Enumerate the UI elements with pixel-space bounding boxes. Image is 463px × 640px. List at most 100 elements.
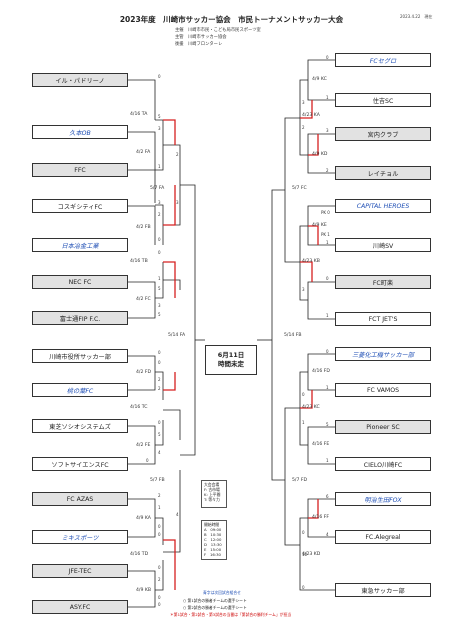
team-box: イル・パドリーノ <box>32 73 128 87</box>
score: 2 <box>176 152 179 157</box>
organizer-line: 主管 川崎市サッカー協会 <box>175 35 227 40</box>
score: 3 <box>302 287 305 292</box>
score: 0 <box>158 532 161 537</box>
score: 0 <box>302 530 305 535</box>
score: PK 0 <box>321 210 330 215</box>
score: 0 <box>326 276 329 281</box>
team-box: FC.Alegreal <box>335 530 431 544</box>
score: 3 <box>302 100 305 105</box>
match-label: 4/16 FF <box>312 515 330 520</box>
match-label: 4/23 KD <box>302 552 321 557</box>
team-box: FC町楽 <box>335 275 431 289</box>
team-box: 富士通FIP F.C. <box>32 311 128 325</box>
match-label: 5/7 FD <box>292 478 308 483</box>
score: 0 <box>158 565 161 570</box>
match-label: 4/2 FB <box>136 225 151 230</box>
score: 0 <box>158 602 161 607</box>
team-box: FFC <box>32 163 128 177</box>
team-box: 住吉SC <box>335 93 431 107</box>
match-label: 4/16 TD <box>130 552 149 557</box>
score: 2 <box>302 125 305 130</box>
legend-line: ○ 第1試合の勝者チームの選手シート <box>183 598 247 603</box>
time-line: F 16:30 <box>204 552 221 557</box>
team-box: コスギシティFC <box>32 199 128 213</box>
match-label: 5/7 FB <box>150 478 165 483</box>
match-label: 4/16 TC <box>130 405 148 410</box>
score: 4 <box>176 512 179 517</box>
score: 2 <box>158 577 161 582</box>
score: 0 <box>326 55 329 60</box>
score: 0 <box>158 350 161 355</box>
venue-line: K: 上平間 <box>204 492 221 497</box>
match-label: 4/16 FD <box>312 369 330 374</box>
team-box: 東芝ソシオシステムズ <box>32 419 128 433</box>
venue-line: F: 古市場 <box>204 487 220 492</box>
score: 0 <box>158 595 161 600</box>
final-time: 時間未定 <box>218 360 244 368</box>
match-label: 5/14 FB <box>284 333 302 338</box>
match-label: 4/2 FA <box>136 150 151 155</box>
match-label: 4/9 KE <box>312 223 327 228</box>
score: 1 <box>326 385 329 390</box>
match-label: 4/16 FE <box>312 442 330 447</box>
score: 0 <box>158 360 161 365</box>
score: 1 <box>326 458 329 463</box>
match-label: 4/23 KC <box>302 405 320 410</box>
time-line: E 15:00 <box>204 547 222 552</box>
score: 1 <box>158 276 161 281</box>
match-label: 4/23 KA <box>302 113 320 118</box>
match-label: 4/2 FD <box>136 370 152 375</box>
final-date: 6月11日 <box>217 351 245 359</box>
team-box: 日本冶金工業 <box>32 238 128 252</box>
match-label: 4/9 KD <box>312 152 328 157</box>
match-label: 4/2 FC <box>136 297 151 302</box>
team-box: 三菱化工機サッカー部 <box>335 347 431 361</box>
match-label: 5/7 FC <box>292 186 307 191</box>
team-box: CIELO川崎FC <box>335 457 431 471</box>
score: 0 <box>158 524 161 529</box>
team-box: 川崎市役所サッカー部 <box>32 349 128 363</box>
team-box: 宮内クラブ <box>335 127 431 141</box>
score: 2 <box>158 493 161 498</box>
score: PK 1 <box>321 232 330 237</box>
venue-line: T: 等々力 <box>204 497 220 502</box>
page-title: 2023年度 川崎市サッカー協会 市民トーナメントサッカー大会 <box>119 15 344 24</box>
legend-line: ＊第1試合・第2試合・第3試合の当番は「第試合の勝利チーム」が担当 <box>170 612 292 617</box>
team-box: 明治生田FOX <box>335 492 431 506</box>
match-label: 4/16 TA <box>130 112 148 117</box>
match-label: 4/16 TB <box>130 259 148 264</box>
score: 6 <box>326 494 329 499</box>
score: 0 <box>158 237 161 242</box>
score: 0 <box>158 74 161 79</box>
team-box: FC AZAS <box>32 492 128 506</box>
score: 2 <box>158 386 161 391</box>
score: 1 <box>158 164 161 169</box>
match-label: 4/23 KB <box>302 259 320 264</box>
time-line: B 10:30 <box>204 532 222 537</box>
legend-blue-note: 青字は次回試合組合せ <box>203 590 241 595</box>
team-box: JFE-TEC <box>32 564 128 578</box>
team-box: FC VAMOS <box>335 383 431 397</box>
match-label: 4/9 KA <box>136 516 151 521</box>
score: 3 <box>326 128 329 133</box>
match-label: 5/7 FA <box>150 186 165 191</box>
match-label: 4/9 KB <box>136 588 152 593</box>
score: 5 <box>158 312 161 317</box>
team-box: NEC FC <box>32 275 128 289</box>
team-box: レイチョル <box>335 166 431 180</box>
score: 1 <box>326 240 329 245</box>
time-title: 開始時間 <box>204 522 220 527</box>
score: 1 <box>326 95 329 100</box>
team-box: FCT JET'S <box>335 312 431 326</box>
team-box: Pioneer SC <box>335 420 431 434</box>
update-date: 2023.4.22 現在 <box>400 14 433 19</box>
score: 5 <box>158 286 161 291</box>
score: 0 <box>158 420 161 425</box>
team-box: ソフトサイエンスFC <box>32 457 128 471</box>
organizer-line: 後援 川崎フロンターレ <box>175 42 223 47</box>
team-box: 東急サッカー部 <box>335 583 431 597</box>
match-label: 4/9 KC <box>312 77 327 82</box>
score: 1 <box>302 420 305 425</box>
team-box: 桃の葉FC <box>32 383 128 397</box>
